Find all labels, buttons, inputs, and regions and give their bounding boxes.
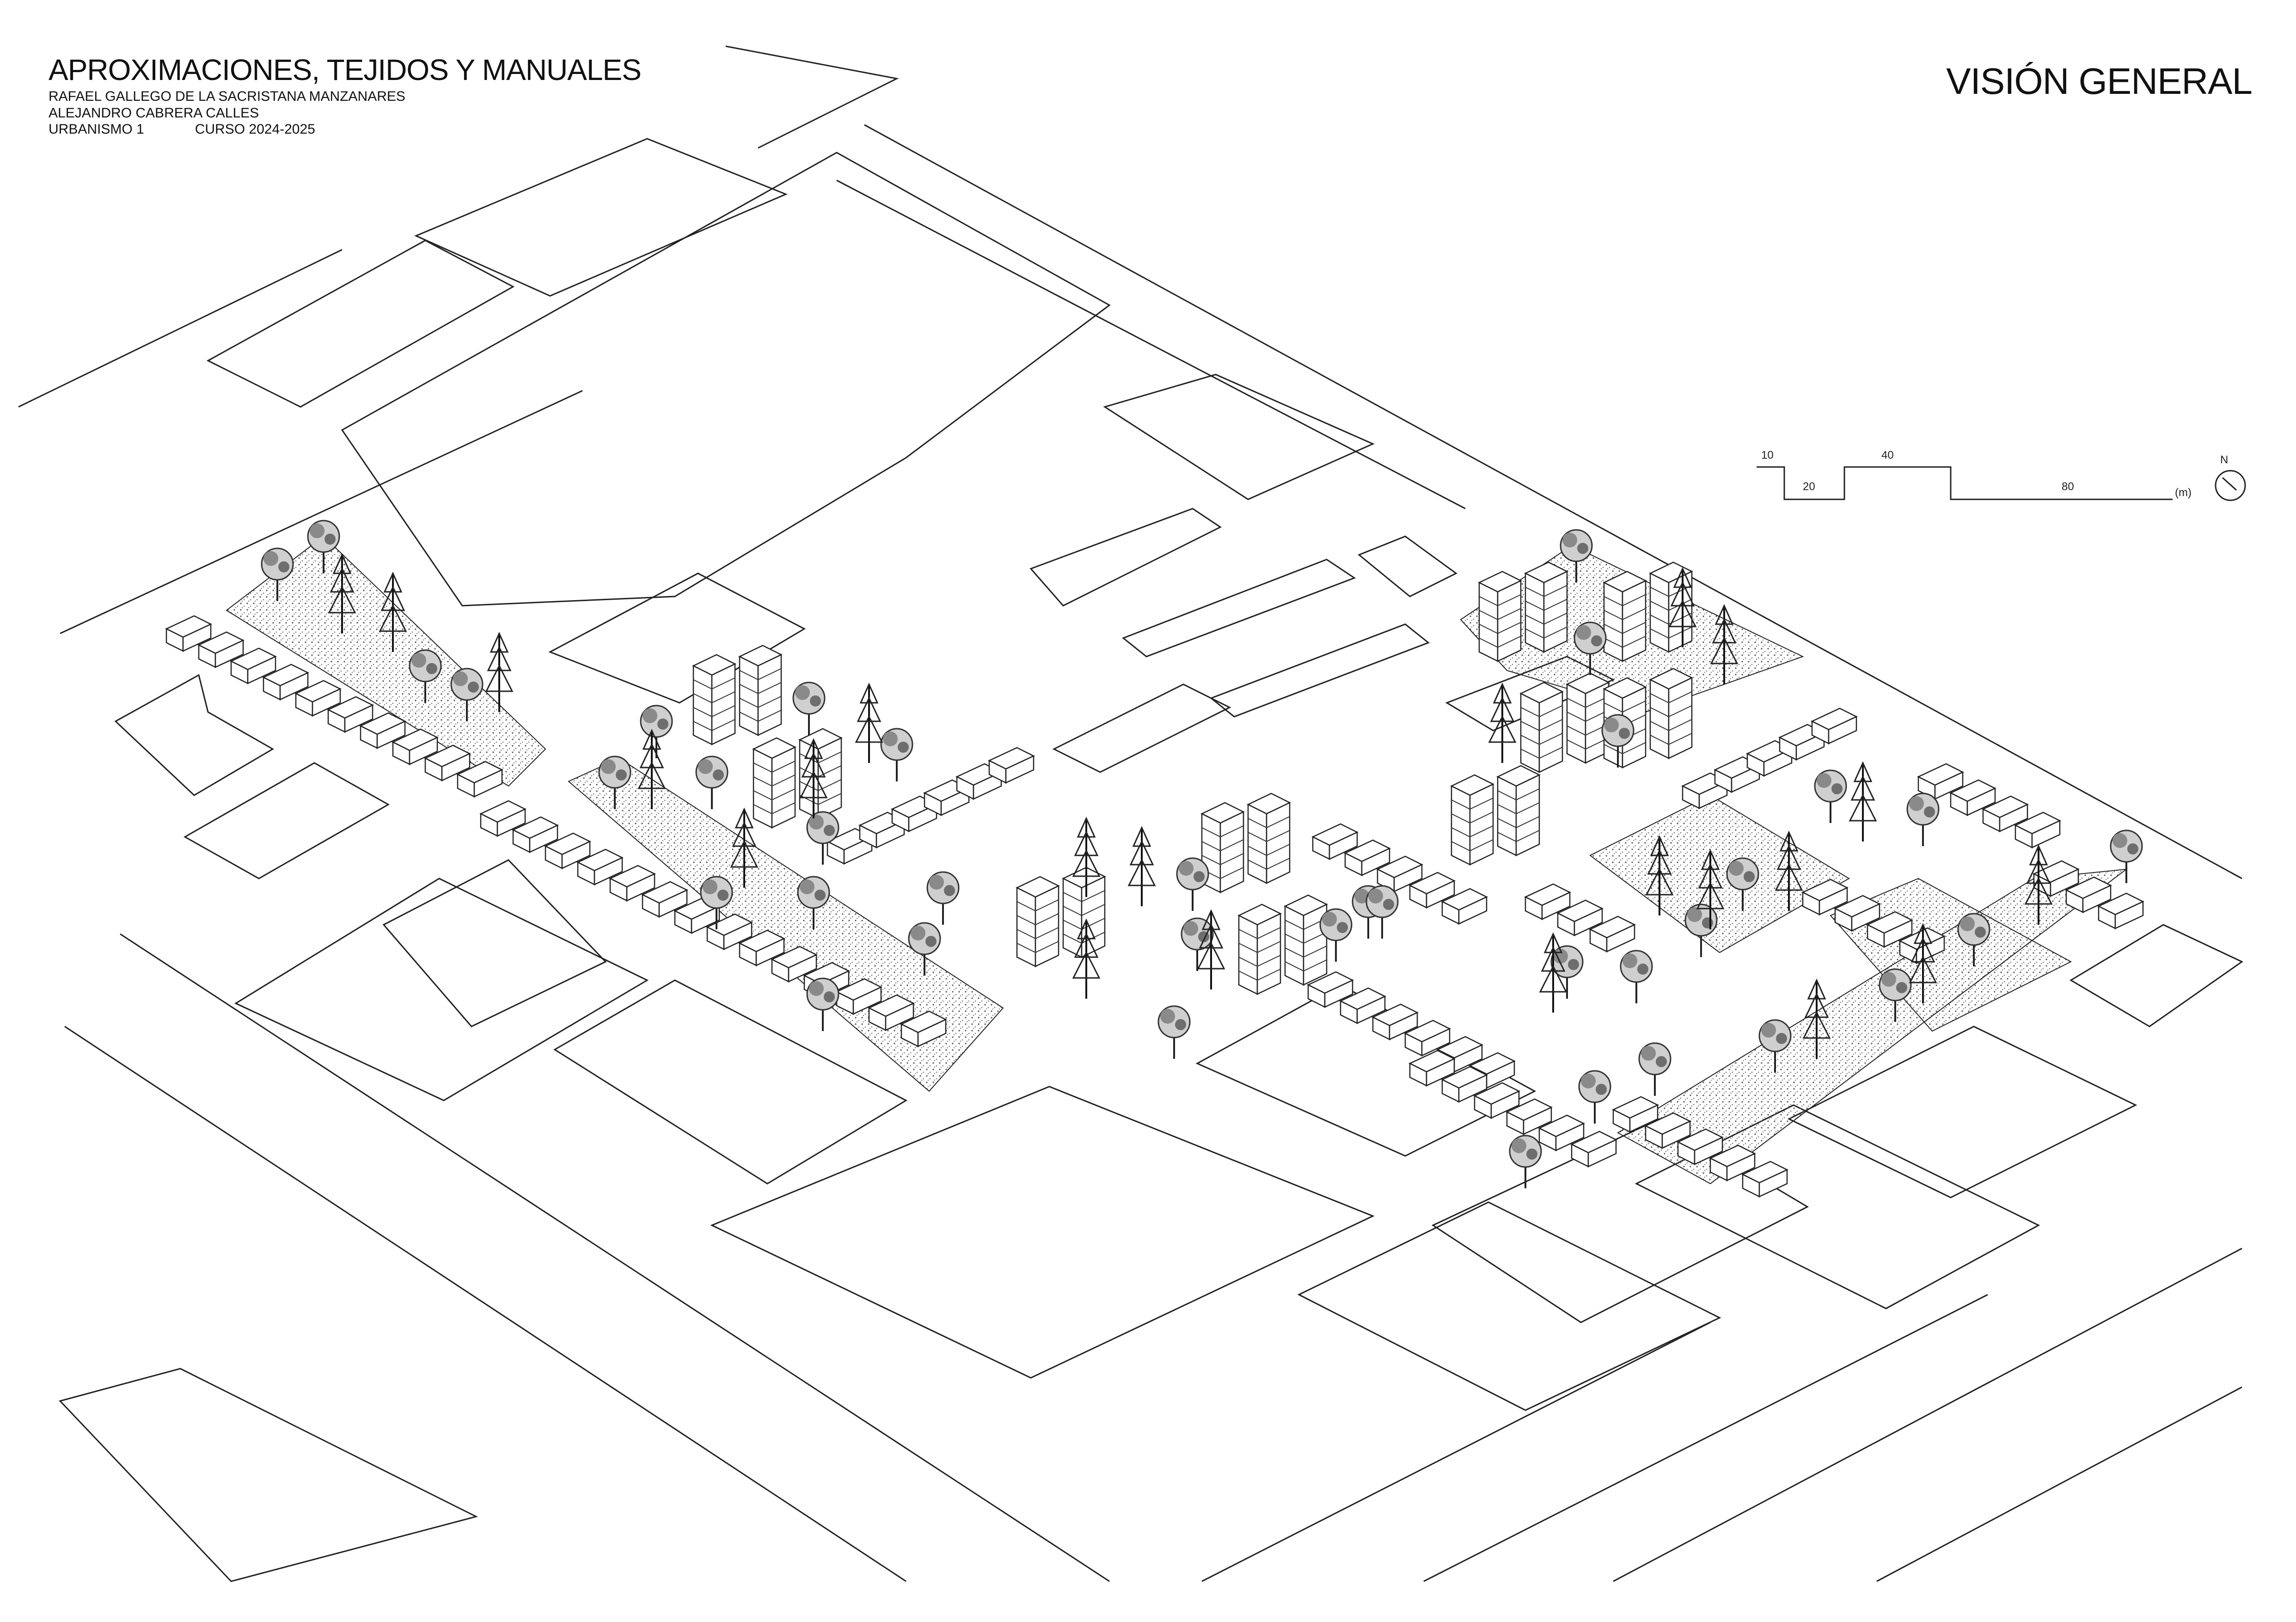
scale-label-10: 10 bbox=[1761, 449, 1774, 461]
sheet-title: VISIÓN GENERAL bbox=[1946, 61, 2253, 102]
block-outline bbox=[382, 859, 607, 1027]
block-outline bbox=[1210, 623, 1430, 718]
block-outline bbox=[710, 1086, 1375, 1379]
street-lines bbox=[18, 45, 2243, 1582]
green-plaza bbox=[1589, 794, 1850, 953]
north-label: N bbox=[2220, 454, 2228, 466]
road-edge bbox=[64, 1026, 906, 1582]
road-edge bbox=[864, 124, 2242, 879]
block-outline bbox=[548, 572, 806, 704]
road-edge bbox=[836, 179, 1466, 510]
road-edge bbox=[60, 390, 583, 634]
green-areas bbox=[226, 535, 2128, 1185]
scale-label-40: 40 bbox=[1881, 449, 1894, 461]
block-outline bbox=[59, 1368, 478, 1582]
block-outline bbox=[1103, 374, 1375, 500]
title-block: APROXIMACIONES, TEJIDOS Y MANUALES RAFAE… bbox=[49, 53, 642, 137]
block-outline bbox=[1297, 1201, 1721, 1411]
road-edge bbox=[1613, 1247, 2242, 1582]
road-edge bbox=[120, 933, 1110, 1582]
block-outline bbox=[234, 878, 649, 1101]
road-edge bbox=[725, 45, 899, 149]
road-edge bbox=[18, 249, 343, 408]
block-outline bbox=[1052, 683, 1231, 773]
road-edge bbox=[1876, 1386, 2242, 1582]
course-row: URBANISMO 1 CURSO 2024-2025 bbox=[49, 122, 641, 137]
block-outline bbox=[1787, 1026, 2137, 1198]
north-arrow-icon bbox=[2215, 470, 2246, 501]
block-outline bbox=[206, 240, 515, 408]
block-outline bbox=[553, 979, 908, 1185]
course-year: CURSO 2024-2025 bbox=[195, 122, 315, 137]
student-name: ALEJANDRO CABRERA CALLES bbox=[49, 105, 259, 121]
block-outline bbox=[1122, 559, 1356, 657]
scale-label-20: 20 bbox=[1803, 480, 1815, 493]
professor-name: RAFAEL GALLEGO DE LA SACRISTANA MANZANAR… bbox=[49, 89, 405, 104]
block-outline bbox=[114, 674, 274, 796]
pine-trees bbox=[328, 554, 2052, 1060]
scale-unit: (m) bbox=[2175, 486, 2192, 499]
block-outline bbox=[1358, 535, 1457, 597]
course-name: URBANISMO 1 bbox=[49, 122, 144, 137]
block-outline bbox=[341, 152, 1111, 607]
block-outline bbox=[1029, 508, 1222, 607]
scale-bar bbox=[1757, 466, 2173, 500]
road-edge bbox=[1201, 1321, 1711, 1582]
block-outline bbox=[183, 762, 390, 879]
block-outline bbox=[1195, 984, 1537, 1157]
road-edge bbox=[1423, 1294, 1988, 1582]
block-outline bbox=[2069, 924, 2243, 1027]
project-title: APROXIMACIONES, TEJIDOS Y MANUALES bbox=[49, 53, 642, 86]
block-outline bbox=[414, 138, 788, 297]
scale-label-80: 80 bbox=[2062, 480, 2074, 493]
